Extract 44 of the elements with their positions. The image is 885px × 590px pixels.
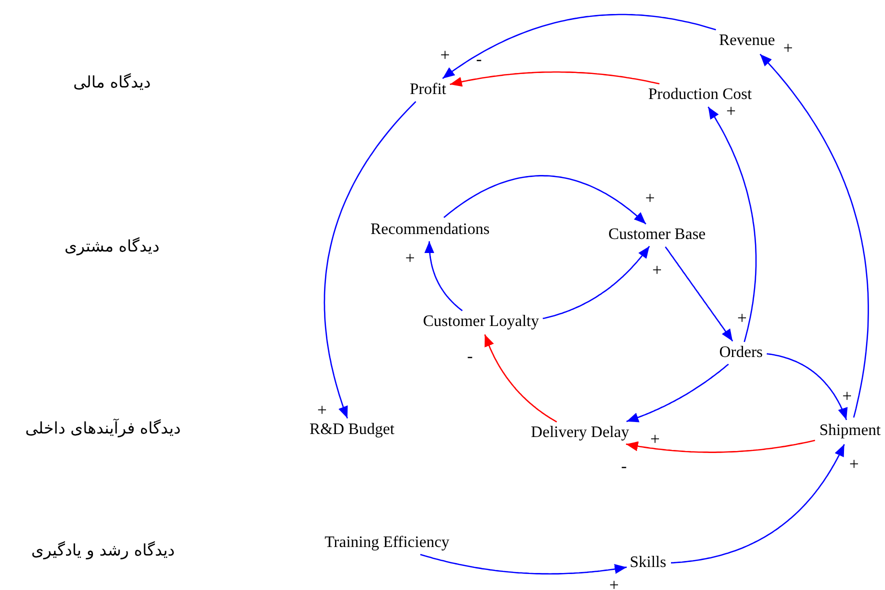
arrow: [760, 54, 869, 418]
arrow: [626, 440, 816, 453]
arrow: [424, 241, 463, 312]
arrow: [442, 14, 716, 80]
variable-label: Revenue: [716, 30, 778, 52]
variable-label: Profit: [406, 79, 450, 101]
polarity-sign: +: [849, 456, 859, 472]
variable-label: Shipment: [816, 420, 884, 442]
polarity-sign: +: [652, 262, 662, 278]
polarity-sign: +: [440, 46, 450, 64]
variable-label: Customer Loyalty: [420, 311, 542, 333]
polarity-sign: +: [783, 40, 793, 56]
arrow: [324, 101, 416, 419]
polarity-sign: -: [476, 50, 482, 68]
variable-label: Orders: [716, 342, 766, 364]
arrow: [766, 353, 848, 420]
perspective-label: دیدگاه مالی: [73, 72, 151, 92]
variable-label: Delivery Delay: [528, 422, 632, 444]
polarity-sign: -: [467, 348, 473, 364]
arrow: [664, 246, 734, 342]
polarity-sign: +: [317, 402, 327, 418]
variable-label: R&D Budget: [306, 419, 398, 441]
arrow: [708, 106, 757, 342]
arrow: [484, 334, 558, 422]
arrow: [450, 71, 660, 87]
arrow: [420, 554, 627, 575]
arrow: [626, 364, 729, 422]
polarity-sign: +: [737, 310, 747, 326]
polarity-sign: +: [650, 430, 660, 448]
polarity-sign: -: [621, 458, 627, 474]
variable-label: Training Efficiency: [322, 532, 452, 554]
perspective-label: دیدگاه رشد و یادگیری: [31, 540, 175, 560]
perspective-label: دیدگاه فرآیندهای داخلی: [25, 418, 181, 438]
polarity-sign: +: [645, 190, 655, 206]
arrow: [670, 444, 845, 564]
variable-label: Recommendations: [367, 219, 493, 241]
polarity-sign: +: [405, 250, 415, 266]
polarity-sign: +: [609, 576, 619, 590]
variable-label: Customer Base: [605, 224, 709, 246]
perspective-label: دیدگاه مشتری: [64, 236, 160, 256]
polarity-sign: +: [842, 388, 852, 404]
variable-label: Skills: [626, 552, 670, 574]
arrow: [443, 175, 646, 224]
arrow: [542, 246, 650, 320]
